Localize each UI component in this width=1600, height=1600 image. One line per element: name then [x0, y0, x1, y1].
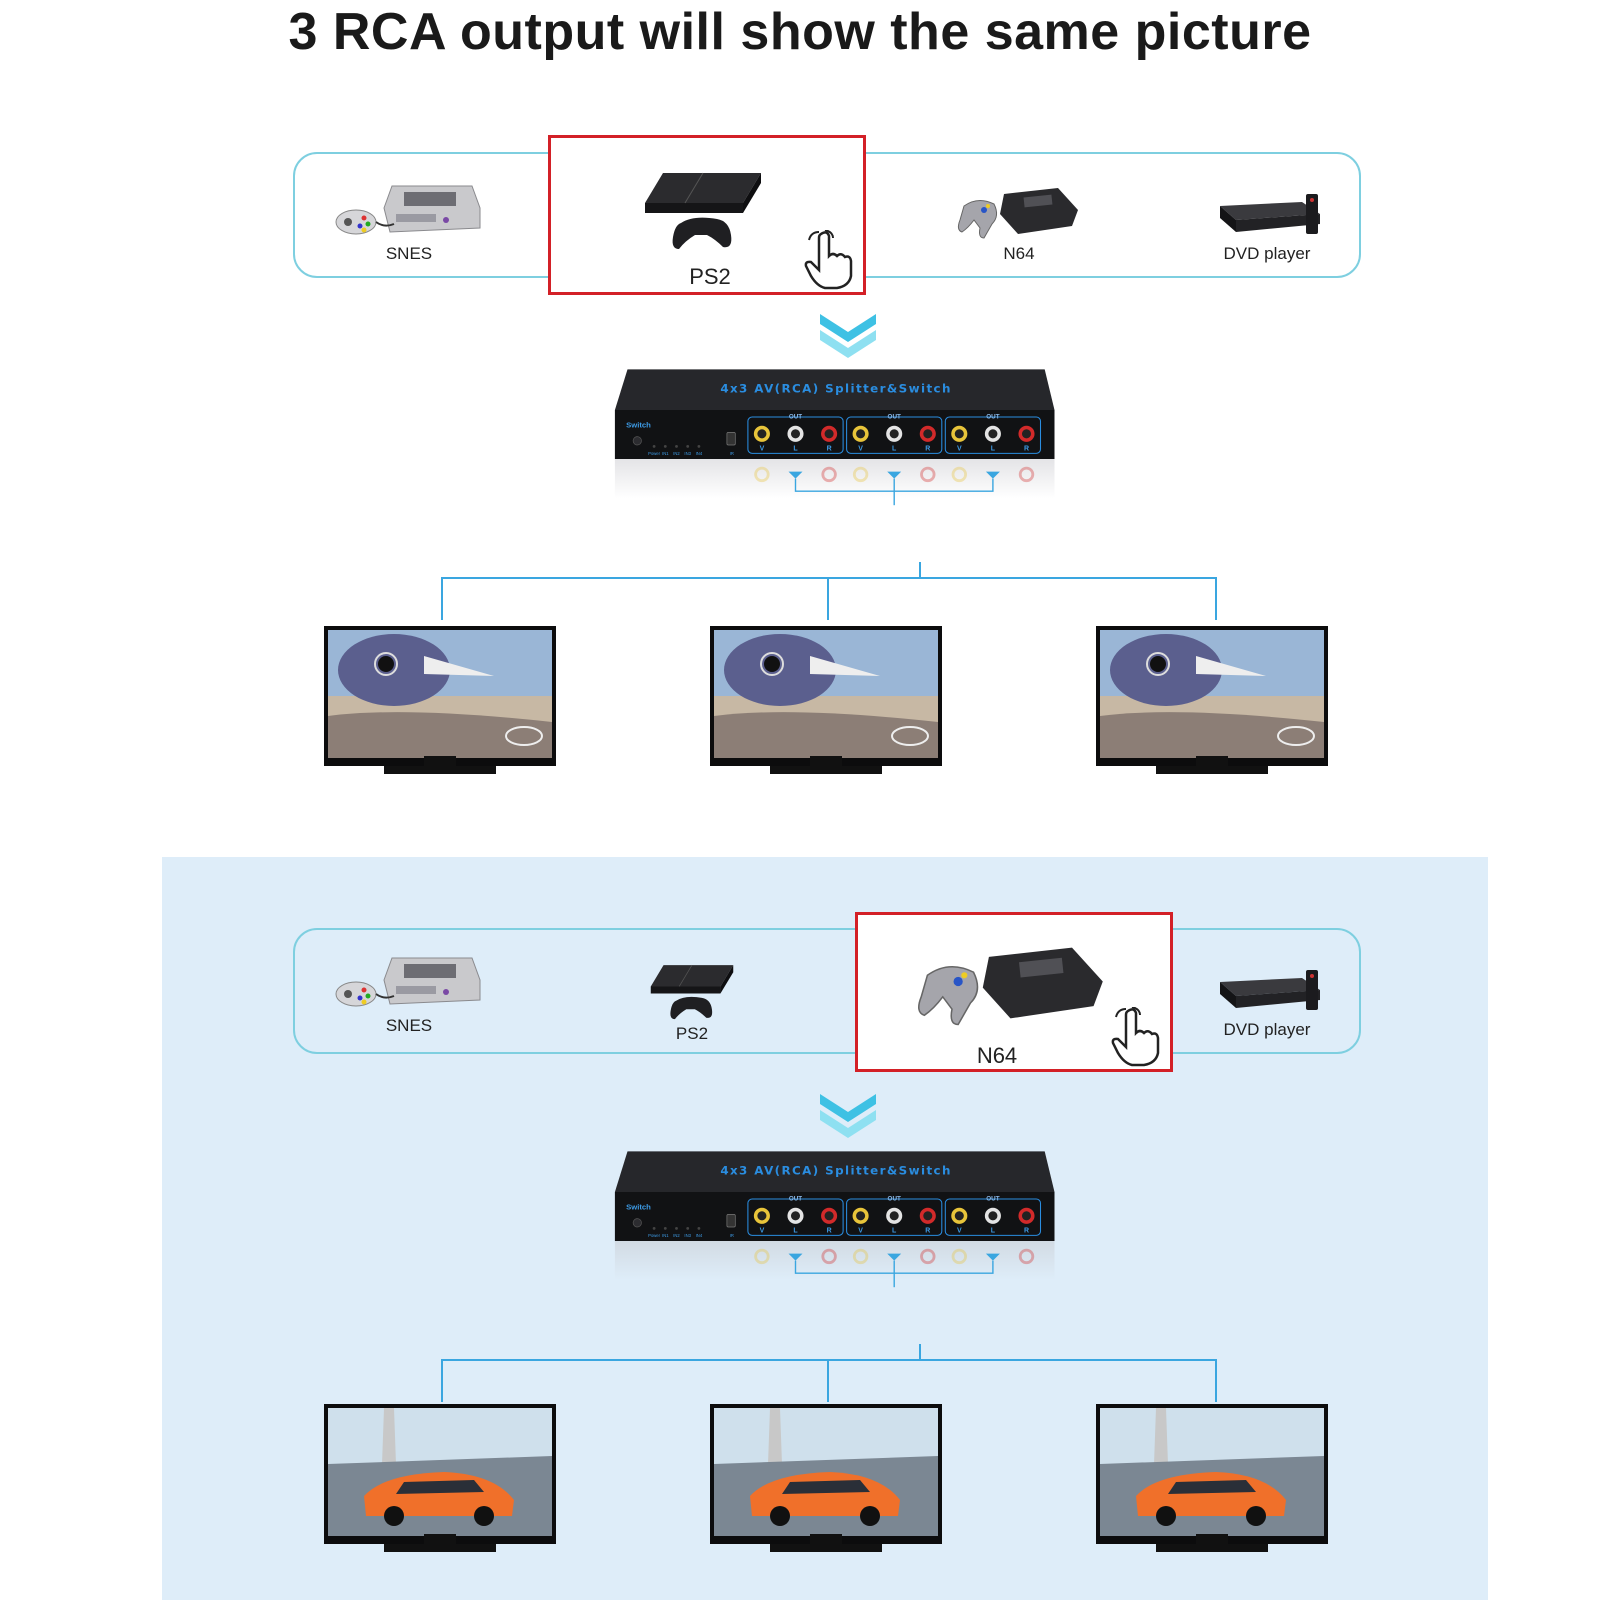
snes-console-icon [335, 957, 481, 1007]
device-name: 4x3 AV(RCA) Splitter&Switch [720, 1164, 952, 1178]
n64-console-icon [918, 947, 1103, 1026]
out-label: OUT [986, 413, 999, 420]
out-label: OUT [986, 1195, 999, 1202]
out-label: OUT [789, 1195, 802, 1202]
source-label: SNES [385, 244, 433, 263]
port-letter: R [827, 1228, 832, 1235]
out-label: OUT [888, 413, 901, 420]
source-label: DVD player [1223, 1020, 1311, 1039]
selected-source-box[interactable]: N64 [855, 912, 1173, 1072]
source-dvd: DVD player [1202, 964, 1332, 1040]
tv-bird-screen [710, 626, 942, 774]
dvd-player-icon [1220, 970, 1320, 1010]
page-title: 3 RCA output will show the same picture [288, 3, 1312, 61]
led-label: IN1 [662, 1233, 669, 1238]
tv-output-1 [324, 626, 556, 791]
port-letter: V [957, 1228, 962, 1235]
led-label: Power [648, 1233, 660, 1238]
port-letter: R [1024, 1228, 1029, 1235]
tv-output-2 [710, 1404, 942, 1569]
led-label: IN2 [673, 451, 680, 456]
out-label: OUT [789, 413, 802, 420]
port-letter: L [892, 446, 897, 453]
led-label: Power [648, 451, 660, 456]
port-letter: L [991, 446, 996, 453]
led-label: IN1 [662, 451, 669, 456]
tv-output-3 [1096, 626, 1328, 791]
port-letter: R [925, 1228, 930, 1235]
hand-pointer-icon [804, 230, 853, 290]
port-letter: L [793, 1228, 798, 1235]
source-rail [293, 928, 1361, 1054]
tv-output-2 [710, 626, 942, 791]
source-label: N64 [1003, 244, 1035, 263]
tv-car-screen [1096, 1404, 1328, 1552]
hand-pointer-icon [1111, 1007, 1160, 1067]
port-letter: R [925, 446, 930, 453]
chevron-down-icon [820, 314, 876, 358]
ir-label: IR [730, 451, 734, 456]
snes-console-icon [335, 185, 481, 235]
led-label: IN3 [684, 451, 691, 456]
ps2-console-icon [650, 964, 734, 1020]
tv-car-screen [324, 1404, 556, 1552]
port-letter: R [827, 446, 832, 453]
port-letter: R [1024, 446, 1029, 453]
source-label: PS2 [689, 264, 731, 289]
source-snes: SNES [334, 178, 484, 264]
splitter-device: 4x3 AV(RCA) Splitter&Switch Switch Power… [614, 369, 1055, 506]
switch-label: Switch [626, 1203, 651, 1212]
port-letter: L [991, 1228, 996, 1235]
source-label: N64 [976, 1043, 1018, 1068]
tv-bird-screen [1096, 626, 1328, 774]
source-label: PS2 [675, 1024, 709, 1043]
device-name: 4x3 AV(RCA) Splitter&Switch [720, 382, 952, 396]
splitter-device: 4x3 AV(RCA) Splitter&Switch Switch Power… [614, 1151, 1055, 1288]
ps2-console-icon [645, 172, 761, 249]
tv-bird-screen [324, 626, 556, 774]
led-label: IN2 [673, 1233, 680, 1238]
led-label: IN4 [696, 451, 703, 456]
source-snes: SNES [334, 950, 484, 1036]
port-letter: V [858, 1228, 863, 1235]
output-distribution-lines [441, 562, 1217, 620]
source-n64: N64 [954, 180, 1084, 264]
port-letter: V [760, 446, 765, 453]
tv-car-screen [710, 1404, 942, 1552]
port-letter: V [957, 446, 962, 453]
led-label: IN3 [684, 1233, 691, 1238]
tv-output-3 [1096, 1404, 1328, 1569]
chevron-down-icon [820, 1094, 876, 1138]
port-letter: V [858, 446, 863, 453]
output-distribution-lines [441, 1344, 1217, 1402]
source-label: DVD player [1223, 244, 1311, 263]
port-letter: L [793, 446, 798, 453]
dvd-player-icon [1220, 194, 1320, 234]
out-label: OUT [888, 1195, 901, 1202]
switch-label: Switch [626, 421, 651, 430]
ir-label: IR [730, 1233, 734, 1238]
switch-button[interactable] [632, 436, 642, 446]
led-label: IN4 [696, 1233, 703, 1238]
source-dvd: DVD player [1202, 188, 1332, 264]
source-label: SNES [385, 1016, 433, 1035]
port-letter: V [760, 1228, 765, 1235]
port-letter: L [892, 1228, 897, 1235]
tv-output-1 [324, 1404, 556, 1569]
source-ps2: PS2 [632, 958, 752, 1044]
selected-source-box[interactable]: PS2 [548, 135, 866, 295]
n64-console-icon [957, 188, 1078, 239]
switch-button[interactable] [632, 1218, 642, 1228]
